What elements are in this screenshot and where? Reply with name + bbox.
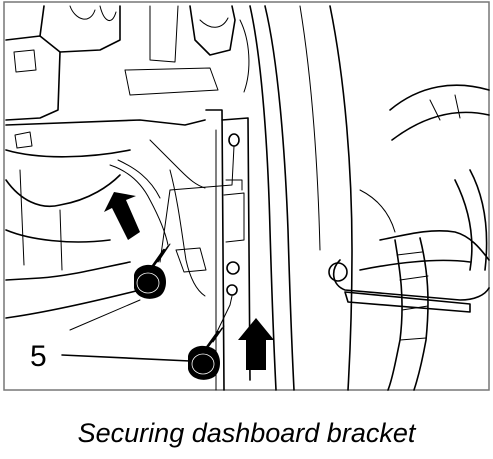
callout-leader-line	[61, 354, 191, 362]
arrow-up-icon	[104, 192, 140, 240]
image-frame	[3, 1, 490, 391]
arrow-up-icon	[238, 318, 274, 370]
callout-number: 5	[30, 340, 47, 373]
dashboard-structure	[5, 5, 490, 391]
figure-caption: Securing dashboard bracket	[77, 418, 416, 448]
upper-bolt-leader	[159, 145, 235, 263]
callout-secondary-leader	[69, 299, 141, 331]
upper-bolt	[134, 243, 171, 299]
lower-bolt-leader	[213, 295, 233, 339]
